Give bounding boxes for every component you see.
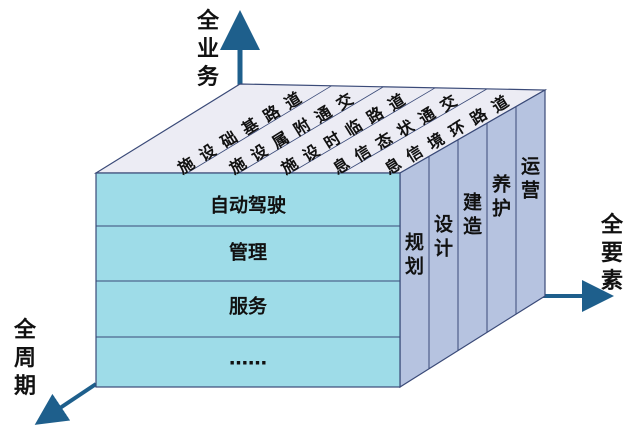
lifecycle-axis-arrow — [34, 382, 98, 425]
svg-text:全: 全 — [600, 212, 624, 238]
svg-text:素: 素 — [601, 268, 623, 294]
svg-text:全: 全 — [13, 317, 37, 343]
svg-text:业: 业 — [197, 37, 219, 62]
side-stage-label: 规划 — [405, 231, 424, 278]
side-stage-char: 养 — [491, 173, 511, 196]
svg-text:全: 全 — [196, 8, 220, 34]
top-column-divider — [342, 88, 488, 174]
front-row-more: …… — [229, 348, 267, 370]
front-row-service: 服务 — [229, 295, 268, 318]
side-stage-char: 护 — [492, 197, 511, 220]
side-stage-label: 运营 — [521, 156, 540, 202]
top-column-divider — [238, 86, 384, 174]
side-stage-char: 营 — [521, 179, 540, 202]
svg-text:周: 周 — [14, 346, 36, 371]
front-face — [95, 172, 401, 388]
top-column-divider — [186, 85, 332, 174]
side-stage-char: 划 — [405, 255, 424, 278]
lifecycle-axis-label: 全 周 期 — [13, 317, 37, 399]
side-stage-label: 建造 — [463, 191, 483, 238]
front-row-autonomous-driving: 自动驾驶 — [210, 194, 286, 217]
top-column-divider — [290, 87, 436, 174]
side-stage-label: 养护 — [491, 173, 511, 220]
elements-axis-label: 全 要 素 — [600, 212, 624, 294]
side-stage-char: 设 — [434, 214, 453, 236]
svg-text:要: 要 — [601, 241, 623, 266]
business-axis-label: 全 业 务 — [196, 8, 220, 90]
svg-text:期: 期 — [14, 374, 36, 399]
side-stage-label: 设计 — [434, 214, 453, 260]
side-stage-char: 计 — [434, 238, 453, 260]
side-stage-char: 运 — [521, 156, 540, 178]
side-stage-char: 规 — [405, 231, 424, 254]
front-row-management: 管理 — [229, 241, 267, 264]
side-stage-char: 建 — [463, 191, 482, 214]
svg-text:务: 务 — [197, 65, 220, 90]
side-stage-char: 造 — [463, 215, 483, 238]
